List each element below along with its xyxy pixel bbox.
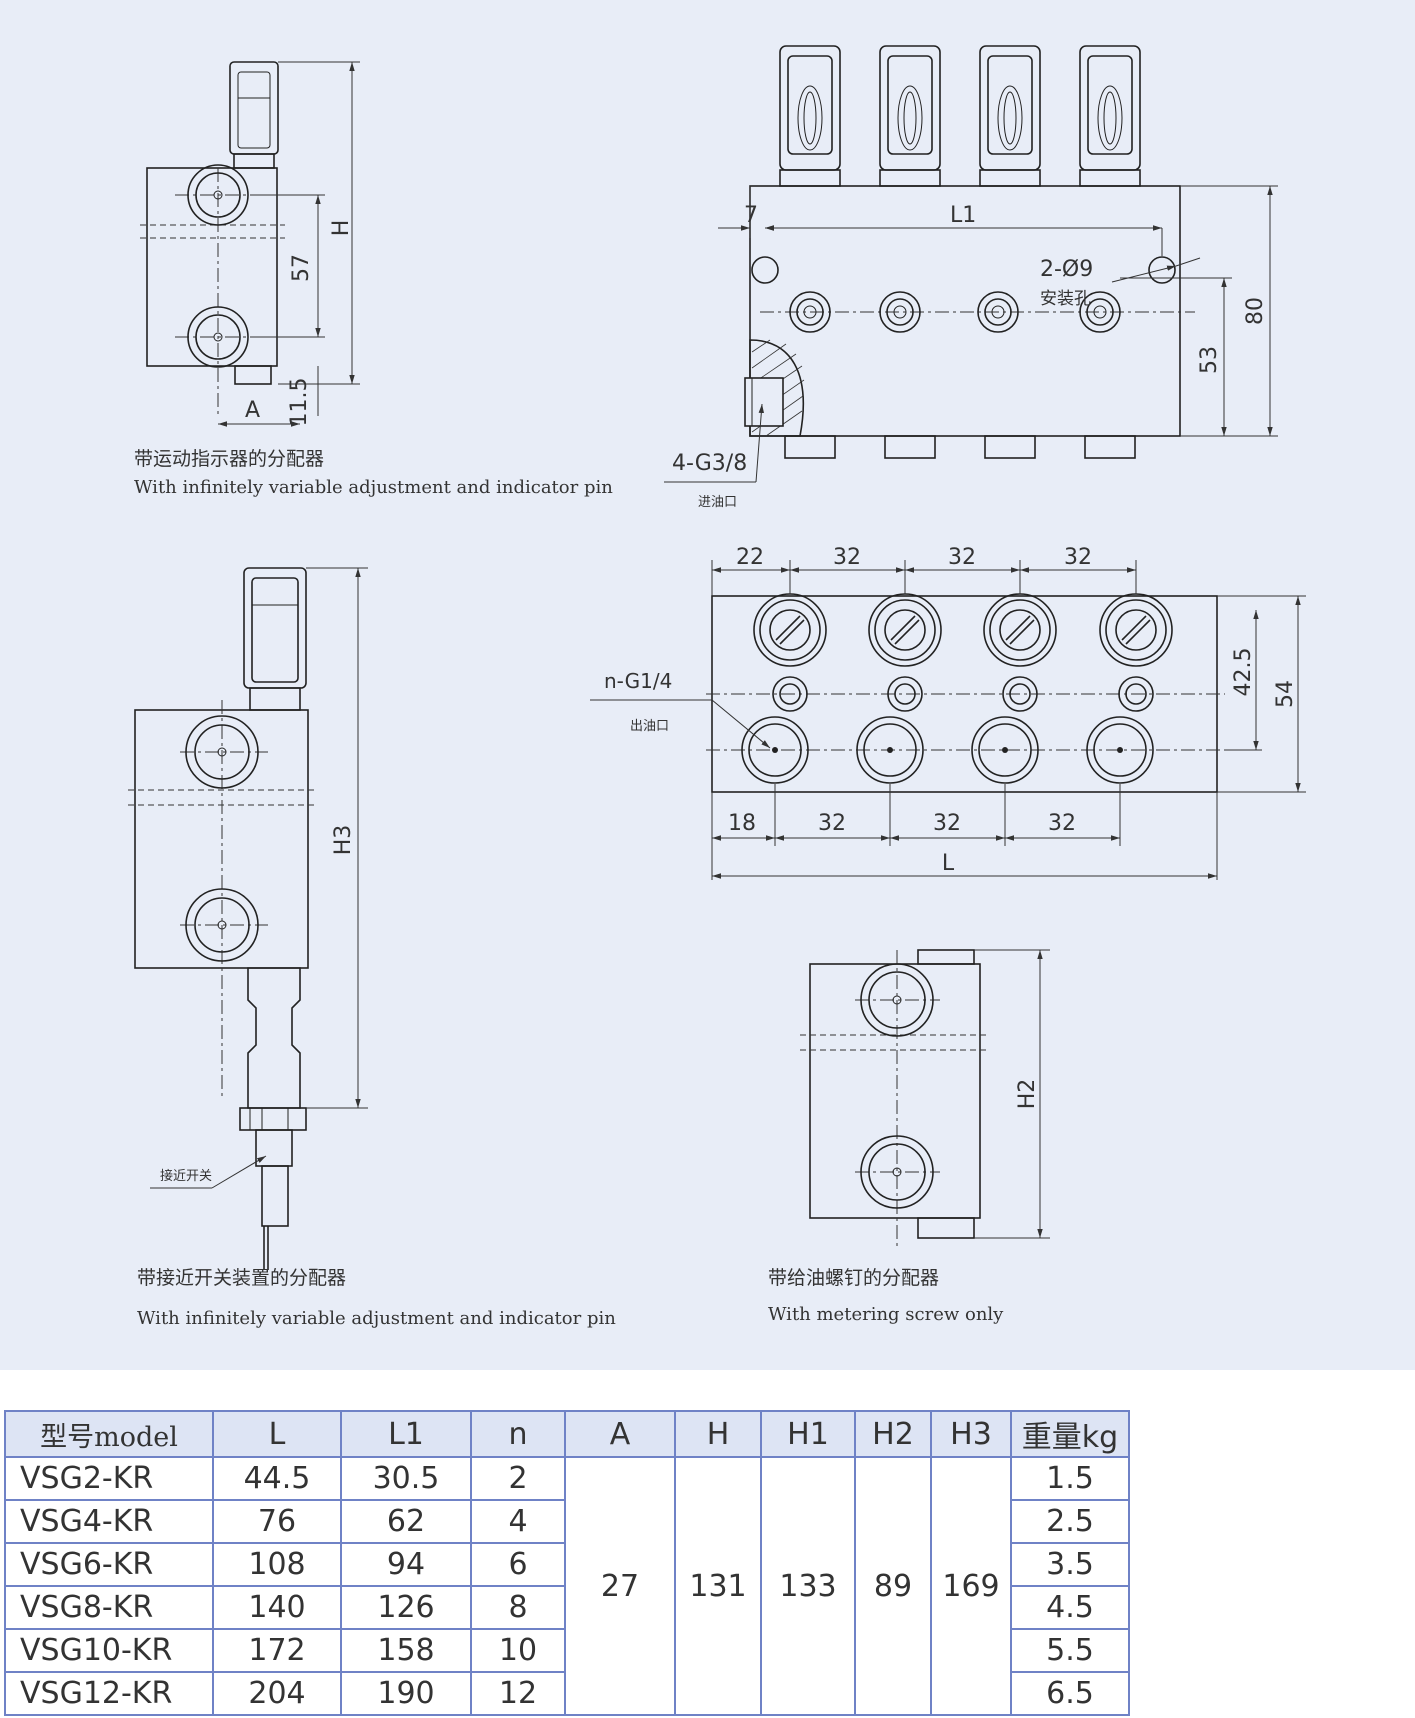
cell-model: VSG8-KR — [4, 1585, 214, 1630]
cell-weight: 6.5 — [1010, 1671, 1130, 1716]
cell-n: 8 — [470, 1585, 566, 1630]
caption-switch-cn: 带接近开关装置的分配器 — [137, 1267, 346, 1289]
cell-model: VSG4-KR — [4, 1499, 214, 1544]
dim-h2: H2 — [1015, 1079, 1040, 1110]
cell-weight: 2.5 — [1010, 1499, 1130, 1544]
dim-42-5: 42.5 — [1231, 648, 1256, 697]
cell-l1: 126 — [340, 1585, 472, 1630]
cell-model: VSG2-KR — [4, 1456, 214, 1501]
table-row: VSG6-KR 108 94 6 3.5 — [4, 1542, 1130, 1587]
note-mounting-hole: 安装孔 — [1040, 289, 1091, 309]
cell-n: 10 — [470, 1628, 566, 1673]
top-view-screws — [753, 593, 1173, 667]
note-proximity-switch: 接近开关 — [160, 1168, 212, 1184]
header-a: A — [564, 1410, 676, 1458]
cell-l: 44.5 — [212, 1456, 342, 1501]
caption-screw-en: With metering screw only — [768, 1304, 1004, 1325]
dim-54: 54 — [1273, 680, 1298, 708]
dim-top-1: 32 — [833, 545, 861, 570]
dim-top-2: 32 — [948, 545, 976, 570]
cell-l1: 30.5 — [340, 1456, 472, 1501]
dim-57: 57 — [289, 254, 314, 282]
dim-80: 80 — [1243, 297, 1268, 325]
cell-l1: 62 — [340, 1499, 472, 1544]
note-inlet: 进油口 — [698, 495, 737, 510]
side-view-switch: H3 接近开关 带接近开关装置的分配器 With infinitely vari… — [128, 567, 616, 1329]
dim-7: 7 — [744, 203, 758, 228]
caption-indicator-en: With infinitely variable adjustment and … — [134, 477, 613, 498]
cell-l: 108 — [212, 1542, 342, 1587]
cell-h3-common: 169 — [930, 1456, 1012, 1716]
cell-weight: 5.5 — [1010, 1628, 1130, 1673]
caption-switch-en: With infinitely variable adjustment and … — [137, 1308, 616, 1329]
table-row: VSG12-KR 204 190 12 6.5 — [4, 1671, 1130, 1716]
side-view-indicator: H 57 11.5 A 带运动指示器的分配器 With infinitely v… — [134, 61, 613, 498]
dim-2-holes: 2-Ø9 — [1040, 257, 1093, 282]
cell-a-common: 27 — [564, 1456, 676, 1716]
table-header-row: 型号model L L1 n A H H1 H2 H3 重量kg — [4, 1410, 1130, 1458]
side-view-screw: H2 带给油螺钉的分配器 With metering screw only — [768, 949, 1050, 1325]
header-weight: 重量kg — [1010, 1410, 1130, 1458]
cell-n: 4 — [470, 1499, 566, 1544]
header-h1: H1 — [760, 1410, 856, 1458]
cell-l1: 94 — [340, 1542, 472, 1587]
indicator-pins — [779, 45, 1141, 187]
header-h2: H2 — [854, 1410, 932, 1458]
cell-l1: 190 — [340, 1671, 472, 1716]
header-h: H — [674, 1410, 762, 1458]
dim-h: H — [329, 220, 354, 237]
dim-a: A — [245, 398, 260, 423]
cell-l1: 158 — [340, 1628, 472, 1673]
cell-weight: 3.5 — [1010, 1542, 1130, 1587]
table-row: VSG10-KR 172 158 10 5.5 — [4, 1628, 1130, 1673]
cell-weight: 1.5 — [1010, 1456, 1130, 1501]
table-row: VSG2-KR 44.5 30.5 2 27 131 133 89 169 1.… — [4, 1456, 1130, 1716]
cell-l: 204 — [212, 1671, 342, 1716]
front-ports — [789, 291, 1121, 333]
dim-top-0: 22 — [736, 545, 764, 570]
caption-screw-cn: 带给油螺钉的分配器 — [768, 1267, 939, 1289]
cell-n: 2 — [470, 1456, 566, 1501]
top-view: 22 32 32 32 18 32 32 32 L 42.5 54 n-G1/4… — [590, 545, 1306, 880]
dim-l: L — [942, 851, 955, 876]
cell-model: VSG10-KR — [4, 1628, 214, 1673]
cell-weight: 4.5 — [1010, 1585, 1130, 1630]
top-view-small-ports — [772, 676, 1154, 712]
dim-4-g3-8: 4-G3/8 — [672, 451, 747, 476]
cell-model: VSG12-KR — [4, 1671, 214, 1716]
dim-bottom-1: 32 — [818, 811, 846, 836]
header-n: n — [470, 1410, 566, 1458]
cell-model: VSG6-KR — [4, 1542, 214, 1587]
cell-l: 76 — [212, 1499, 342, 1544]
cell-h2-common: 89 — [854, 1456, 932, 1716]
note-outlet: 出油口 — [630, 719, 669, 734]
drawing-area: H 57 11.5 A 带运动指示器的分配器 With infinitely v… — [0, 0, 1415, 1370]
cell-h-common: 131 — [674, 1456, 762, 1716]
dim-bottom-2: 32 — [933, 811, 961, 836]
cell-h1-common: 133 — [760, 1456, 856, 1716]
table-row: VSG4-KR 76 62 4 2.5 — [4, 1499, 1130, 1544]
dim-bottom-3: 32 — [1048, 811, 1076, 836]
dim-l1: L1 — [950, 203, 976, 228]
cell-n: 6 — [470, 1542, 566, 1587]
header-h3: H3 — [930, 1410, 1012, 1458]
top-view-outlet-ports — [741, 716, 1154, 784]
technical-drawing: H 57 11.5 A 带运动指示器的分配器 With infinitely v… — [128, 45, 1306, 1329]
cell-n: 12 — [470, 1671, 566, 1716]
dim-h3: H3 — [331, 825, 356, 856]
header-l1: L1 — [340, 1410, 472, 1458]
header-model: 型号model — [4, 1410, 214, 1458]
header-l: L — [212, 1410, 342, 1458]
dim-bottom-0: 18 — [728, 811, 756, 836]
cell-l: 140 — [212, 1585, 342, 1630]
spec-table: 型号model L L1 n A H H1 H2 H3 重量kg VSG2-KR… — [4, 1410, 1130, 1716]
dim-53: 53 — [1197, 346, 1222, 374]
table-row: VSG8-KR 140 126 8 4.5 — [4, 1585, 1130, 1630]
front-view-indicator: 7 L1 2-Ø9 安装孔 80 53 4-G3/8 进油口 — [664, 45, 1278, 510]
dim-11-5: 11.5 — [287, 378, 312, 427]
dim-top-3: 32 — [1064, 545, 1092, 570]
cell-l: 172 — [212, 1628, 342, 1673]
dim-n-g1-4: n-G1/4 — [604, 669, 672, 693]
caption-indicator-cn: 带运动指示器的分配器 — [134, 448, 324, 470]
